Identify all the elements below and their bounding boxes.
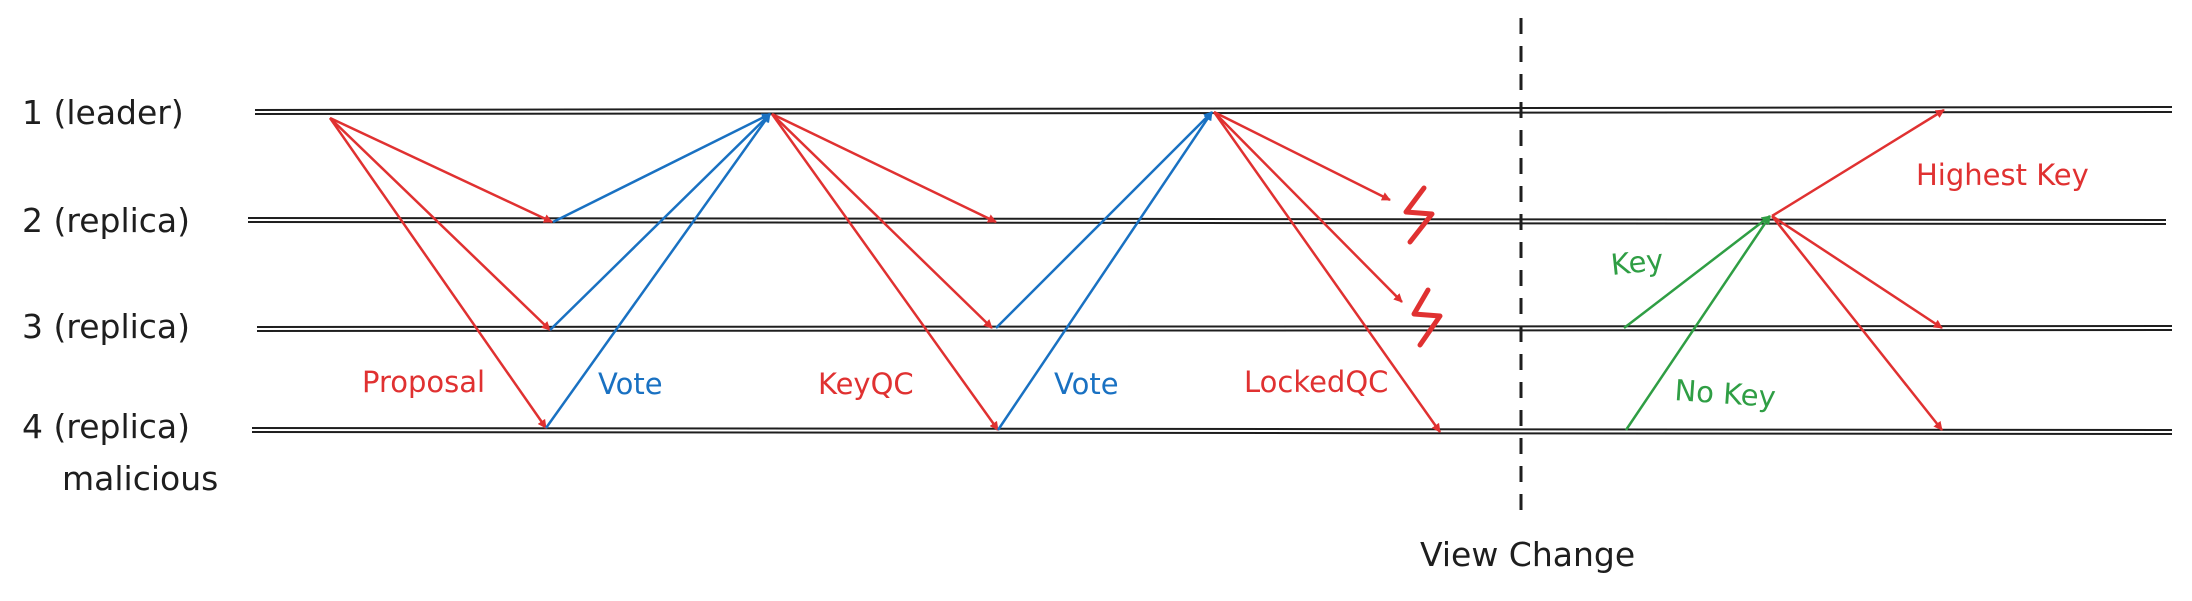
keyqc-arrow-to-3 [771,113,993,329]
no-key-label: No Key [1674,373,1777,414]
timeline-replica-2 [247,217,2167,225]
vote1-arrow-from-2 [552,112,771,224]
proposal-label: Proposal [362,365,485,399]
view-change-labels: View Change Key No Key Highest Key [1420,158,2089,574]
failure-bolt-replica-3 [1411,287,1443,348]
lockedqc-arrow-to-3 [1213,111,1403,303]
replica-4-label: 4 (replica) [22,407,190,446]
new-view-arrow-to-3 [1771,214,1943,330]
view-change-key-arrows [1623,215,1772,431]
no-key-arrow-from-4 [1624,215,1772,431]
replica-labels: 1 (leader) 2 (replica) 3 (replica) 4 (re… [22,93,218,498]
lockedqc-arrow-to-2 [1213,110,1391,202]
vote2-label: Vote [1054,367,1119,401]
timeline-replica-4 [251,427,2173,435]
replica-1-label: 1 (leader) [22,93,184,132]
failure-bolt-replica-2 [1403,185,1435,245]
message-failure-marks [1403,185,1443,348]
key-arrow-from-3 [1623,215,1771,329]
vote2-arrows [995,111,1214,431]
timeline-replica-3 [256,325,2173,332]
lockedqc-label: LockedQC [1244,365,1388,399]
phase-labels: Proposal Vote KeyQC Vote LockedQC [362,365,1388,401]
proposal-arrow-to-3 [329,117,551,331]
lockedqc-arrow-to-4 [1212,111,1442,433]
replica-4-malicious-label: malicious [62,459,218,498]
proposal-arrows [328,116,553,429]
keyqc-arrow-to-4 [770,113,1000,431]
replica-2-label: 2 (replica) [22,201,190,240]
view-change-red-arrows [1771,108,1945,431]
highest-key-arrow-to-1 [1771,108,1945,218]
proposal-arrow-to-4 [328,117,548,429]
keyqc-arrow-to-2 [771,112,997,224]
replica-3-label: 3 (replica) [22,307,190,346]
keyqc-label: KeyQC [818,367,914,401]
vote1-arrow-from-4 [544,113,772,429]
vote1-arrows [544,112,772,429]
keyqc-arrows [770,112,1000,431]
lockedqc-arrows [1212,110,1442,433]
new-view-arrow-to-4 [1771,215,1943,431]
highest-key-label: Highest Key [1916,158,2089,192]
vote1-label: Vote [598,367,663,401]
vote2-arrow-from-3 [995,111,1213,329]
proposal-arrow-to-2 [329,116,553,224]
vote1-arrow-from-3 [549,113,771,331]
timelines [247,106,2173,435]
view-change-label: View Change [1420,535,1635,574]
key-label: Key [1609,243,1665,282]
vote2-arrow-from-4 [996,111,1214,431]
